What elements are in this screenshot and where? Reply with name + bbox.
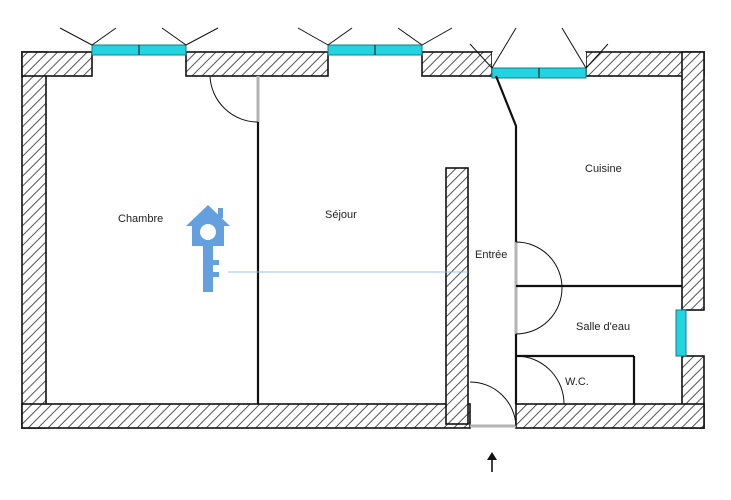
room-label-sejour: Séjour (325, 209, 357, 221)
gap-fill (492, 52, 586, 68)
door-cuisine (515, 241, 563, 289)
window-salle-eau (675, 309, 687, 357)
wall-top-3 (421, 51, 493, 77)
wall-bottom-right (515, 403, 705, 429)
room-label-chambre: Chambre (118, 213, 163, 225)
arrow-up-icon (487, 452, 497, 472)
wall-bottom-left (21, 403, 471, 429)
wall-top-2 (185, 51, 329, 77)
room-label-cuisine: Cuisine (585, 163, 622, 175)
wall-left (21, 51, 47, 429)
door-swings (209, 75, 565, 427)
partitions (256, 75, 682, 428)
wall-sejour-entree (445, 167, 469, 425)
door-salle-eau (515, 287, 563, 335)
door-wc (515, 355, 565, 405)
door-entree (469, 381, 517, 427)
wall-top-1 (21, 51, 93, 77)
house-key-logo (186, 205, 468, 292)
room-label-salle-eau: Salle d'eau (576, 321, 630, 333)
wall-right-upper (681, 51, 705, 311)
windows (59, 27, 687, 357)
room-label-wc: W.C. (565, 376, 589, 388)
exterior-walls (21, 51, 705, 429)
room-label-entree: Entrée (475, 249, 507, 261)
door-chambre (209, 75, 259, 123)
